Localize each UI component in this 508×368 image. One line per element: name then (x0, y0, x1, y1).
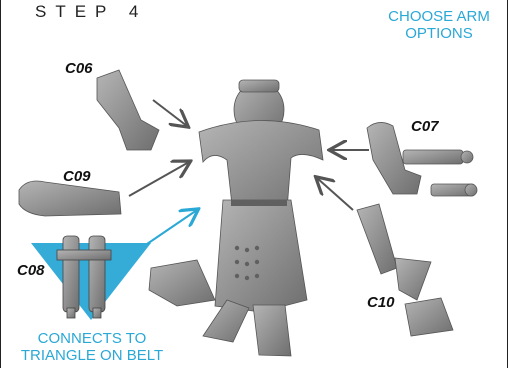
arrow-c06 (152, 99, 187, 126)
connects-note-line-1: CONNECTS TO (37, 330, 147, 347)
arm-part-c08 (56, 235, 112, 319)
step-title: STEP 4 (35, 2, 148, 21)
choose-arm-callout: CHOOSE ARM OPTIONS (369, 8, 507, 42)
connects-note-line-2: TRIANGLE ON BELT (20, 347, 164, 364)
arm-part-c09 (18, 180, 122, 217)
part-label-c06: C06 (65, 60, 93, 77)
arrow-c09 (128, 162, 189, 197)
part-label-c07: C07 (411, 118, 439, 135)
connects-note: CONNECTS TO TRIANGLE ON BELT (7, 330, 177, 364)
arrow-c10 (317, 178, 354, 211)
arm-part-c07 (366, 122, 478, 197)
figure-details (231, 200, 287, 281)
part-label-c10: C10 (367, 294, 395, 311)
arm-part-c10 (356, 203, 454, 337)
part-label-c09: C09 (63, 168, 91, 185)
part-label-c08: C08 (17, 262, 45, 279)
main-figure (148, 79, 324, 357)
arm-part-c06 (96, 69, 160, 151)
callout-line-1: CHOOSE ARM (388, 8, 490, 25)
callout-line-2: OPTIONS (405, 25, 473, 42)
arrow-c08 (146, 210, 197, 245)
